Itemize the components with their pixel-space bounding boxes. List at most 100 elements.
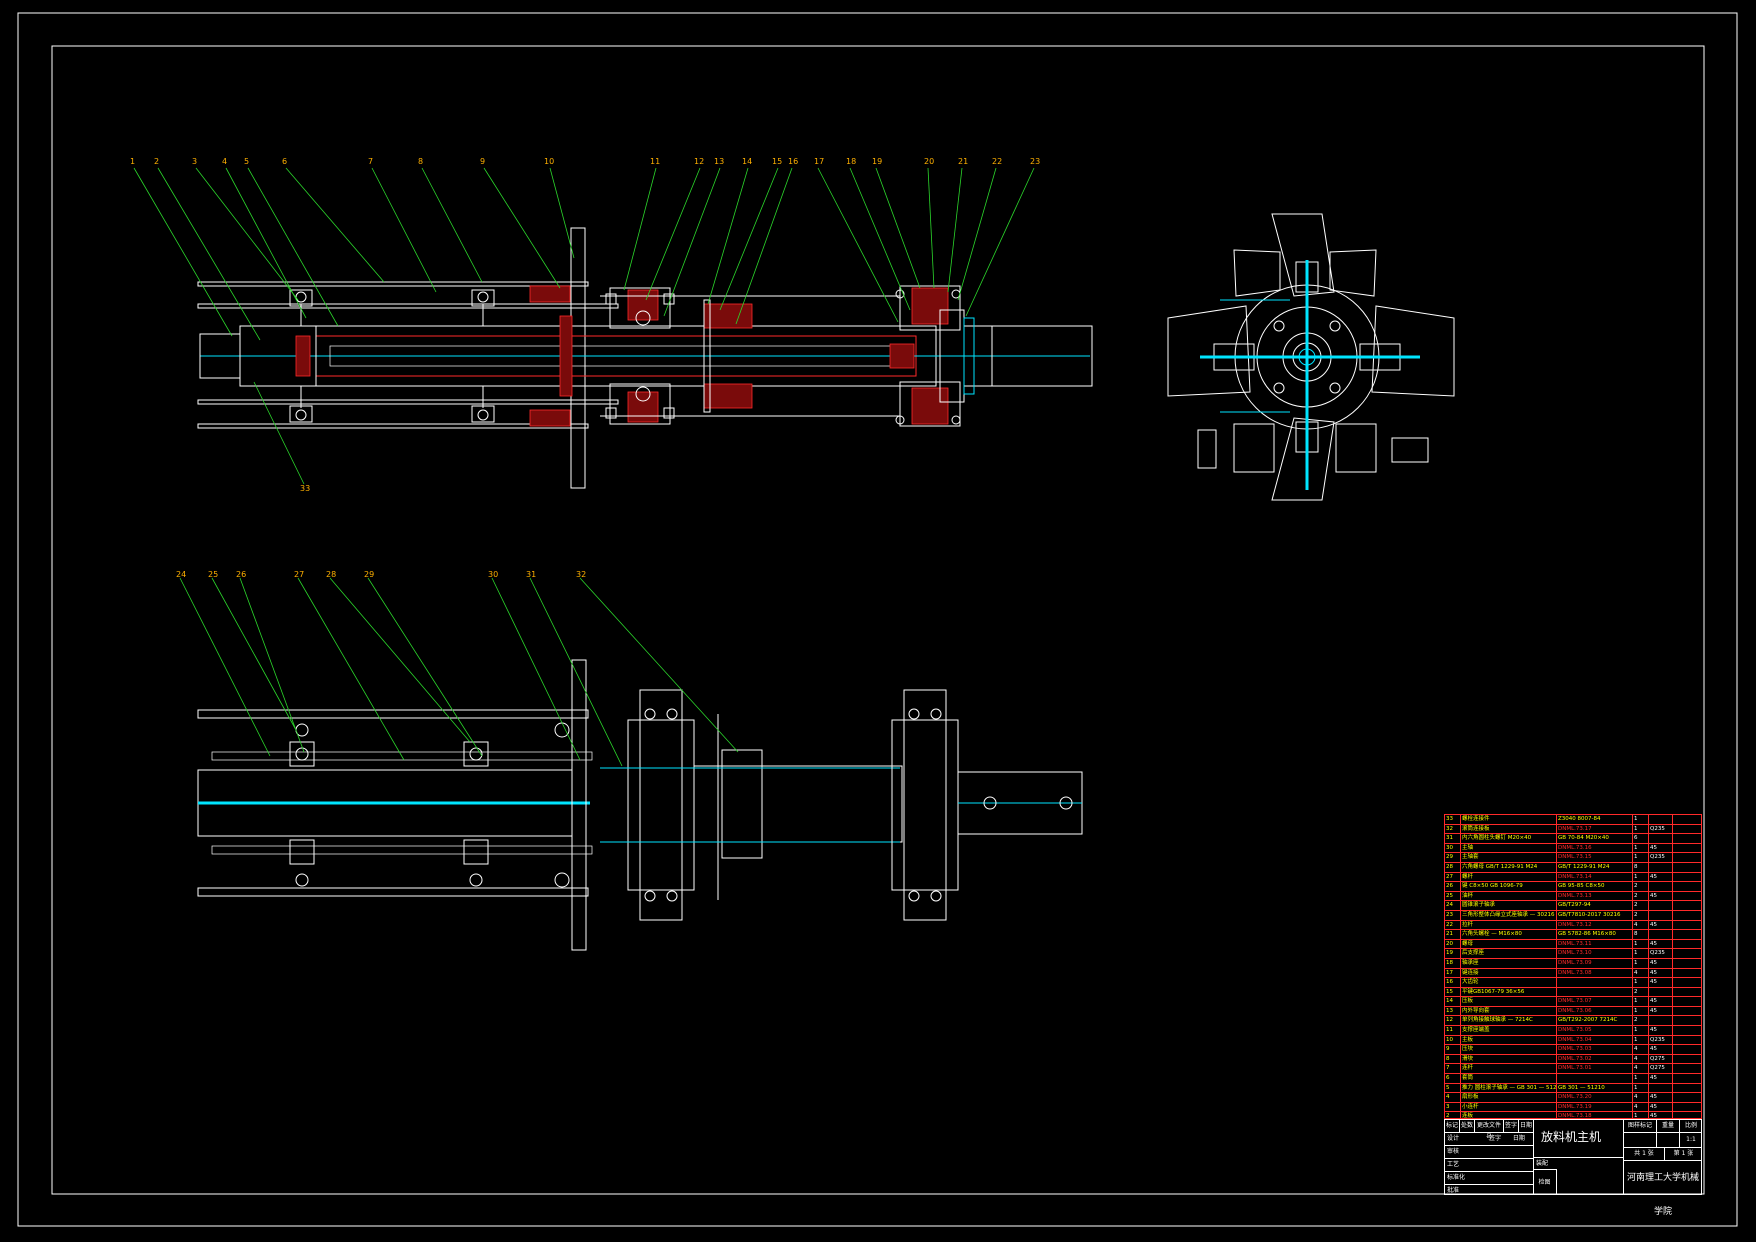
bom-cell-code: GB 5782-86 M16×80 bbox=[1557, 930, 1633, 939]
bom-cell-qty: 2 bbox=[1633, 1016, 1649, 1026]
bom-cell-name: 压块 bbox=[1461, 1045, 1557, 1054]
bom-cell-mat: Q275 bbox=[1649, 1054, 1673, 1064]
tb-value bbox=[1657, 1133, 1680, 1147]
balloon-label: 13 bbox=[714, 157, 725, 166]
bom-cell-qty: 8 bbox=[1633, 930, 1649, 939]
balloon-label: 21 bbox=[958, 157, 969, 166]
bom-cell-code: DNML.73.17 bbox=[1557, 824, 1633, 834]
bom-cell-code: DNML.73.07 bbox=[1557, 997, 1633, 1006]
bom-cell-note bbox=[1673, 1112, 1701, 1118]
bom-cell-mat: 45 bbox=[1649, 1112, 1673, 1118]
tb-label: 装配 bbox=[1536, 1160, 1549, 1167]
bom-cell-no: 6 bbox=[1445, 1074, 1461, 1083]
bom-cell-mat: 45 bbox=[1649, 1006, 1673, 1016]
bom-cell-mat: Q235 bbox=[1649, 824, 1673, 834]
bom-cell-name: 压板 bbox=[1461, 997, 1557, 1006]
bom-cell-name: 主轴套 bbox=[1461, 853, 1557, 862]
bom-cell-name: 平键GB1067-79 36×56 bbox=[1461, 987, 1557, 997]
bom-cell-no: 24 bbox=[1445, 901, 1461, 910]
bom-cell-name: 连杆 bbox=[1461, 1064, 1557, 1074]
bom-cell-name: 连板 bbox=[1461, 1112, 1557, 1118]
balloon-label: 27 bbox=[294, 570, 305, 579]
bom-cell-mat bbox=[1649, 1083, 1673, 1093]
bom-cell-note bbox=[1673, 873, 1701, 882]
bom-cell-code: DNML.73.15 bbox=[1557, 853, 1633, 862]
bom-cell-no: 23 bbox=[1445, 910, 1461, 920]
bom-cell-code: DNML.73.03 bbox=[1557, 1045, 1633, 1054]
bom-cell-mat: Q275 bbox=[1649, 1064, 1673, 1074]
bom-cell-no: 32 bbox=[1445, 824, 1461, 834]
bom-cell-qty: 1 bbox=[1633, 939, 1649, 949]
tb-label: 标记 bbox=[1445, 1120, 1460, 1132]
bom-cell-code: DNML.73.04 bbox=[1557, 1035, 1633, 1045]
bom-cell-mat: 45 bbox=[1649, 939, 1673, 949]
outer-border bbox=[17, 12, 1738, 1227]
bom-cell-qty: 2 bbox=[1633, 987, 1649, 997]
bom-cell-no: 19 bbox=[1445, 949, 1461, 958]
bom-cell-no: 33 bbox=[1445, 815, 1461, 824]
bom-cell-note bbox=[1673, 853, 1701, 862]
bom-cell-mat bbox=[1649, 862, 1673, 872]
bom-cell-mat: 45 bbox=[1649, 843, 1673, 853]
tb-label: 处数 bbox=[1460, 1120, 1475, 1132]
balloon-label: 5 bbox=[244, 157, 250, 166]
bom-cell-code: DNML.73.11 bbox=[1557, 939, 1633, 949]
bom-cell-note bbox=[1673, 1103, 1701, 1112]
end-view bbox=[1167, 213, 1455, 501]
bom-cell-mat: 45 bbox=[1649, 997, 1673, 1006]
balloon-label: 20 bbox=[924, 157, 935, 166]
bom-cell-mat bbox=[1649, 930, 1673, 939]
bom-cell-name: 支撑座端盖 bbox=[1461, 1026, 1557, 1035]
balloon-label: 26 bbox=[236, 570, 247, 579]
bom-cell-note bbox=[1673, 930, 1701, 939]
bom-cell-name: 主板 bbox=[1461, 1035, 1557, 1045]
bom-cell-note bbox=[1673, 1045, 1701, 1054]
bom-cell-code: DNML.73.12 bbox=[1557, 920, 1633, 930]
balloon-label: 6 bbox=[282, 157, 288, 166]
bom-cell-note bbox=[1673, 834, 1701, 843]
tb-row-standard: 标准化 bbox=[1445, 1172, 1533, 1185]
bom-cell-name: 油杯 bbox=[1461, 891, 1557, 901]
bom-cell-name: 后支撑座 bbox=[1461, 949, 1557, 958]
bom-cell-note bbox=[1673, 988, 1701, 997]
balloon-label: 8 bbox=[418, 157, 424, 166]
balloon-label: 11 bbox=[650, 157, 661, 166]
bom-cell-name: 滑块 bbox=[1461, 1054, 1557, 1064]
bom-cell-mat: 45 bbox=[1649, 1093, 1673, 1102]
bom-cell-mat: 45 bbox=[1649, 1102, 1673, 1112]
assembly-label: 装配 bbox=[1533, 1157, 1623, 1169]
bom-cell-note bbox=[1673, 940, 1701, 949]
bom-cell-note bbox=[1673, 1026, 1701, 1035]
tb-label: 第 1 张 bbox=[1673, 1150, 1694, 1157]
bom-cell-name: 小连杆 bbox=[1461, 1102, 1557, 1112]
bom-cell-qty: 1 bbox=[1633, 1006, 1649, 1016]
bom-cell-mat: 45 bbox=[1649, 978, 1673, 987]
bom-cell-no: 4 bbox=[1445, 1093, 1461, 1102]
bom-cell-note bbox=[1673, 1036, 1701, 1045]
bom-cell-mat bbox=[1649, 901, 1673, 910]
bom-cell-qty: 1 bbox=[1633, 978, 1649, 987]
revision-row: 标记 处数 更改文件号 签字 日期 bbox=[1445, 1120, 1533, 1141]
balloon-label: 7 bbox=[368, 157, 374, 166]
tb-label: 签字 bbox=[1504, 1120, 1519, 1132]
bom-cell-no: 27 bbox=[1445, 872, 1461, 882]
bom-cell-code: GB 301 — 51210 bbox=[1557, 1083, 1633, 1093]
bom-cell-qty: 1 bbox=[1633, 949, 1649, 958]
bom-cell-no: 8 bbox=[1445, 1054, 1461, 1064]
balloon-label: 25 bbox=[208, 570, 219, 579]
bom-cell-note bbox=[1673, 1074, 1701, 1083]
bom-cell-qty: 4 bbox=[1633, 968, 1649, 978]
bom-cell-name: 滚筒连接板 bbox=[1461, 824, 1557, 834]
bom-cell-no: 16 bbox=[1445, 978, 1461, 987]
bom-cell-code: Z3040 8007-84 bbox=[1557, 815, 1633, 824]
bom-cell-code bbox=[1557, 1074, 1633, 1083]
